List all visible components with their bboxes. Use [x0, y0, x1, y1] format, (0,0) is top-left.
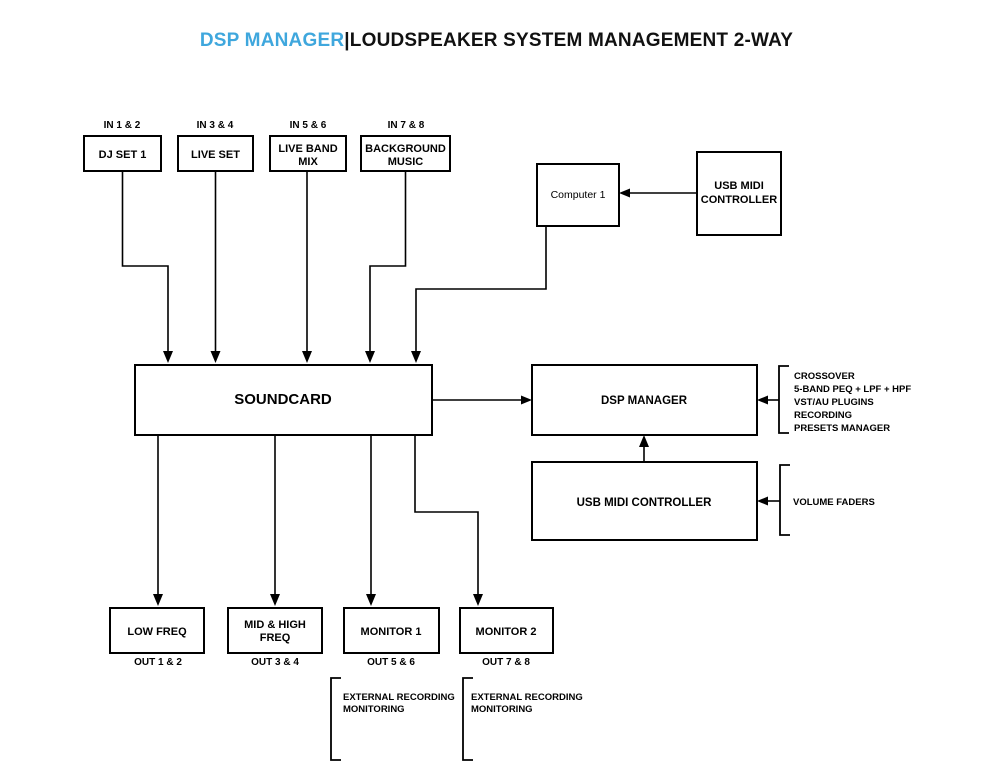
arrowhead-volume-faders-to-usbmidi: [757, 496, 768, 506]
arrowhead-input3-to-soundcard: [302, 351, 312, 363]
title-separator: |: [344, 30, 350, 51]
arrowhead-dsp-features-to-dsp: [757, 395, 768, 405]
output-box-mid-high-freq-label-line2: FREQ: [260, 632, 291, 644]
output-box-monitor-1-label: MONITOR 1: [361, 626, 422, 638]
arrowhead-usbmidi-to-computer: [619, 188, 630, 198]
output-port-label-3: OUT 5 & 6: [367, 657, 415, 668]
monitor-note-bracket-2: [462, 677, 473, 761]
dsp-manager-box[interactable]: [531, 364, 758, 436]
usb-midi-controller-top-label-line2: CONTROLLER: [701, 194, 777, 206]
output-port-label-4: OUT 7 & 8: [482, 657, 530, 668]
dsp-feature-label-2: 5-BAND PEQ + LPF + HPF: [794, 384, 911, 395]
monitor-note-1-line2: MONITORING: [343, 704, 405, 715]
monitor-note-2-line2: MONITORING: [471, 704, 533, 715]
dsp-feature-label-3: VST/AU PLUGINS: [794, 397, 874, 408]
output-box-low-freq-label: LOW FREQ: [127, 626, 187, 638]
soundcard-box[interactable]: [134, 364, 433, 436]
volume-faders-bracket: [779, 464, 790, 536]
wire-soundcard-to-output4: [414, 435, 479, 597]
soundcard-label: SOUNDCARD: [234, 391, 332, 408]
output-port-label-1: OUT 1 & 2: [134, 657, 182, 668]
arrowhead-soundcard-to-dsp: [521, 395, 532, 405]
wire-computer-to-soundcard: [415, 226, 547, 354]
output-box-monitor-1[interactable]: [343, 607, 440, 654]
wire-input4-to-soundcard: [369, 171, 407, 354]
arrowhead-input1-to-soundcard: [163, 351, 173, 363]
monitor-note-1-line1: EXTERNAL RECORDING: [343, 692, 455, 703]
arrowhead-soundcard-to-output3: [366, 594, 376, 606]
input-box-background-music-label-line1: BACKGROUND: [365, 143, 446, 155]
computer-1-box[interactable]: [536, 163, 620, 227]
input-box-background-music-label-line2: MUSIC: [388, 156, 424, 168]
input-port-label-3: IN 5 & 6: [290, 120, 327, 131]
dsp-manager-label: DSP MANAGER: [601, 395, 688, 407]
input-port-label-1: IN 1 & 2: [104, 120, 141, 131]
page-title: DSP MANAGER|LOUDSPEAKER SYSTEM MANAGEMEN…: [0, 30, 993, 52]
input-box-dj-set-1-label: DJ SET 1: [99, 149, 147, 161]
input-box-live-set[interactable]: [177, 135, 254, 172]
input-box-live-band-mix[interactable]: [269, 135, 347, 172]
input-port-label-2: IN 3 & 4: [197, 120, 234, 131]
usb-midi-controller-bottom-label: USB MIDI CONTROLLER: [577, 497, 712, 509]
input-box-live-set-label: LIVE SET: [191, 149, 240, 161]
input-box-background-music[interactable]: [360, 135, 451, 172]
dsp-features-bracket: [778, 365, 789, 434]
title-subtitle: LOUDSPEAKER SYSTEM MANAGEMENT 2-WAY: [349, 30, 794, 51]
wire-input1-to-soundcard: [121, 171, 169, 354]
title-brand: DSP MANAGER: [199, 30, 345, 51]
output-box-low-freq[interactable]: [109, 607, 205, 654]
arrowhead-soundcard-to-output4: [473, 594, 483, 606]
arrowhead-input2-to-soundcard: [210, 351, 221, 363]
input-box-live-band-mix-label-line1: LIVE BAND: [278, 143, 337, 155]
output-box-monitor-2-label: MONITOR 2: [476, 626, 537, 638]
arrowhead-input4-to-soundcard: [365, 351, 375, 363]
output-box-mid-high-freq-label-line1: MID & HIGH: [244, 619, 306, 631]
input-box-live-band-mix-label-line2: MIX: [298, 156, 318, 168]
arrowhead-computer-to-soundcard: [411, 351, 421, 363]
output-box-mid-high-freq[interactable]: [227, 607, 323, 654]
input-port-label-4: IN 7 & 8: [388, 120, 425, 131]
arrowhead-soundcard-to-output1: [153, 594, 163, 606]
dsp-feature-label-5: PRESETS MANAGER: [794, 423, 890, 434]
monitor-note-2-line1: EXTERNAL RECORDING: [471, 692, 583, 703]
usb-midi-controller-top-box[interactable]: [696, 151, 782, 236]
computer-1-label: Computer 1: [551, 189, 606, 201]
output-port-label-2: OUT 3 & 4: [251, 657, 299, 668]
dsp-feature-label-4: RECORDING: [794, 410, 852, 421]
dsp-feature-label-1: CROSSOVER: [794, 371, 855, 382]
usb-midi-controller-top-label-line1: USB MIDI: [714, 180, 764, 192]
volume-faders-label: VOLUME FADERS: [793, 497, 875, 508]
input-box-dj-set-1[interactable]: [83, 135, 162, 172]
usb-midi-controller-bottom-box[interactable]: [531, 461, 758, 541]
arrowhead-usbmidi-bottom-to-dsp: [639, 435, 649, 447]
monitor-note-bracket-1: [330, 677, 341, 761]
output-box-monitor-2[interactable]: [459, 607, 554, 654]
arrowhead-soundcard-to-output2: [270, 594, 280, 606]
